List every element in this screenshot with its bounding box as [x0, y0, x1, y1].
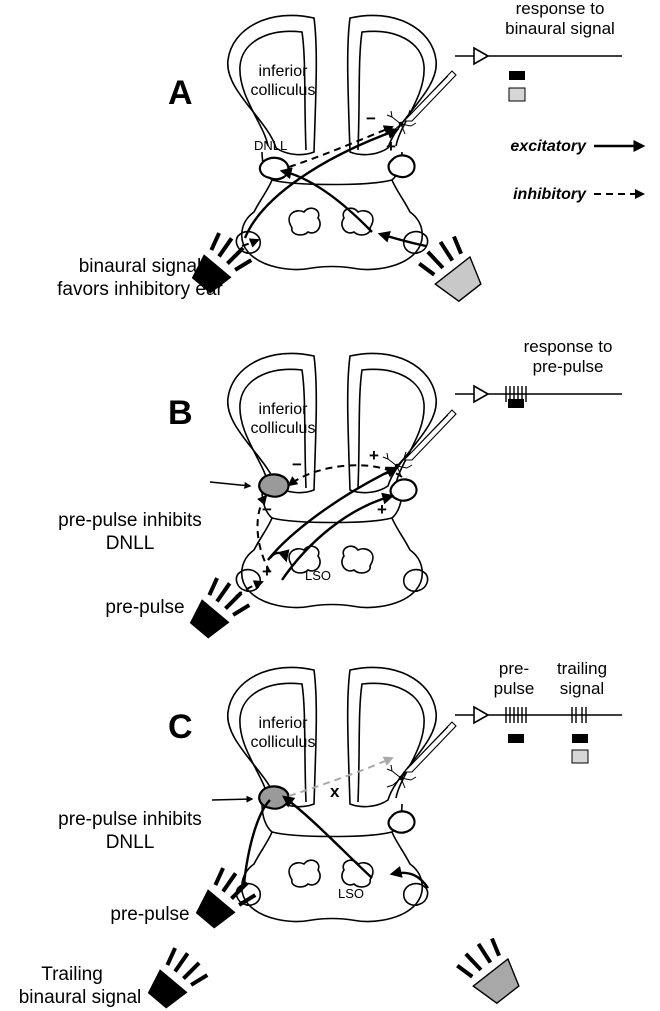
dnll-label: DNLL: [254, 138, 287, 153]
annotation-label: DNLL: [106, 832, 155, 853]
inhibitory-path: [242, 240, 258, 246]
annotation-label: pre-pulse inhibits: [58, 510, 202, 531]
legend: excitatory inhibitory: [510, 138, 643, 203]
inferior-colliculus-label: inferior: [259, 401, 309, 418]
stimulus-label: favors inhibitory ear: [57, 279, 223, 300]
trailing-trace-label: trailing: [557, 659, 607, 678]
stimulus-label: pre-pulse: [105, 597, 184, 618]
minus-sign: −: [262, 500, 272, 519]
stimulus-indicator-black: [509, 71, 525, 80]
amplifier-triangle: [474, 707, 488, 723]
minus-sign: −: [292, 455, 302, 474]
lso-label: LSO: [305, 568, 331, 583]
response-title: pre-pulse: [533, 357, 604, 376]
excitatory-path: [284, 797, 372, 878]
panel-b: B inferior colliculus − − + + + LSO pre-…: [58, 337, 622, 645]
plus-sign: +: [386, 137, 396, 156]
annotation-label: DNLL: [106, 533, 155, 554]
stimulus-label: binaural signal: [79, 256, 202, 277]
panel-letter-a: A: [168, 74, 193, 112]
legend-inhibitory-label: inhibitory: [513, 186, 587, 203]
inferior-colliculus-label: colliculus: [251, 734, 316, 751]
speaker-left: [184, 575, 252, 645]
dnll-right: [391, 479, 417, 500]
inferior-colliculus-label: colliculus: [251, 420, 316, 437]
amplifier-triangle: [474, 386, 488, 402]
inhibitory-path: [289, 127, 392, 167]
stimulus-label: binaural signal: [19, 987, 142, 1008]
speaker-right: [455, 935, 525, 1008]
panel-c: C inferior colliculus x LSO pre-pulse in…: [19, 659, 622, 1011]
recording-electrode: [404, 722, 456, 772]
recording-electrode: [404, 410, 456, 460]
speaker-left: [190, 865, 258, 935]
response-title: response to: [516, 0, 605, 18]
panel-a: A inferior colliculus DNLL − + response …: [57, 0, 643, 306]
plus-sign: +: [377, 500, 387, 519]
excitatory-path: [282, 496, 392, 580]
prepulse-trace-label: pulse: [494, 679, 535, 698]
recording-electrode: [404, 71, 456, 121]
dnll-left-inhibited: [259, 474, 288, 496]
speaker-trailing: [142, 945, 210, 1011]
response-title: binaural signal: [505, 19, 615, 38]
stimulus-indicator-gray: [509, 88, 525, 101]
lso-label: LSO: [338, 886, 364, 901]
inferior-colliculus-label: colliculus: [251, 82, 316, 99]
panel-letter-b: B: [168, 394, 193, 432]
stimulus-indicator-gray: [572, 750, 588, 763]
minus-sign: −: [366, 109, 376, 128]
inferior-colliculus-label: inferior: [259, 63, 309, 80]
annotation-pointer: [212, 799, 252, 800]
annotation-label: pre-pulse inhibits: [58, 809, 202, 830]
stimulus-indicator-black: [572, 734, 588, 743]
plus-sign: +: [262, 562, 272, 581]
amplifier-triangle: [474, 48, 488, 64]
prepulse-trace-label: pre-: [499, 659, 529, 678]
dnll-right: [389, 155, 415, 177]
inferior-colliculus-label: inferior: [259, 715, 309, 732]
excitatory-path: [270, 553, 286, 560]
legend-excitatory-label: excitatory: [510, 138, 587, 155]
panel-letter-c: C: [168, 708, 193, 746]
stimulus-indicator-black: [508, 734, 524, 743]
trailing-trace-label: signal: [560, 679, 604, 698]
dnll-left: [260, 158, 289, 179]
stimulus-label: pre-pulse: [110, 904, 189, 925]
blocked-mark: x: [330, 782, 340, 801]
dnll-right: [389, 811, 415, 832]
plus-sign: +: [369, 446, 379, 465]
stimulus-label: Trailing: [41, 964, 103, 985]
stimulus-indicator-black: [508, 399, 524, 408]
annotation-pointer: [210, 482, 250, 486]
response-title: response to: [524, 337, 613, 356]
